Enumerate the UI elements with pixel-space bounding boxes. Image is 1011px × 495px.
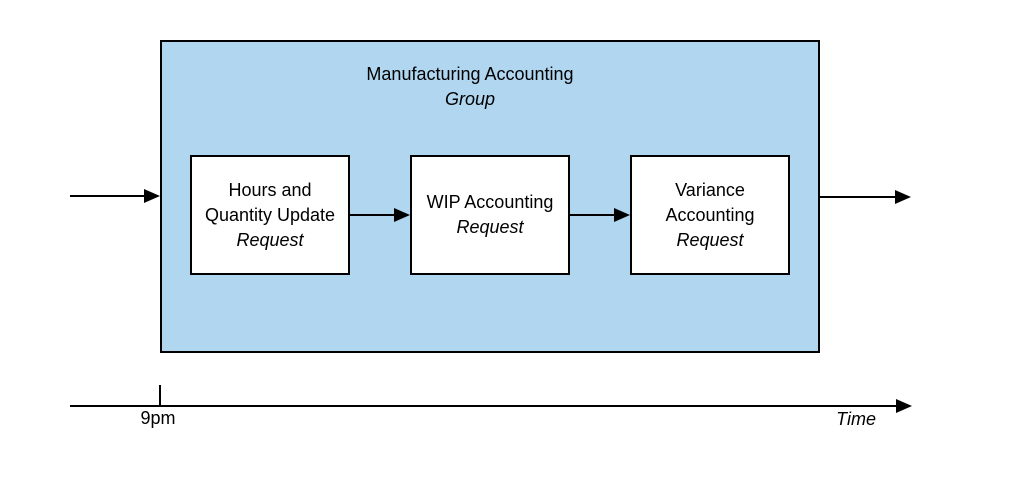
arrow-shaft (70, 195, 144, 197)
outgoing-flow-arrow (820, 190, 911, 204)
arrow-shaft (570, 214, 614, 216)
node-request-label: Request (236, 229, 304, 250)
process-node-hours-quantity-update: Hours and Quantity Update Request (190, 155, 350, 275)
node-request-label: Request (676, 229, 744, 250)
group-title: Manufacturing Accounting Group (162, 42, 818, 112)
node-label-line: Quantity Update (204, 204, 336, 225)
node-label-line: Variance (675, 179, 745, 200)
flow-arrow-node1-to-node2 (570, 208, 630, 222)
node-label-line: Accounting (665, 204, 755, 225)
timeline-tick-label: 9pm (140, 408, 176, 428)
flow-arrow-node0-to-node1 (350, 208, 410, 222)
group-title-line: Manufacturing Accounting (366, 64, 574, 84)
node-label-line: WIP Accounting (426, 192, 554, 212)
arrowhead-right-icon (394, 208, 410, 222)
arrowhead-right-icon (144, 189, 160, 203)
arrow-shaft (820, 196, 895, 198)
timeline-axis (70, 399, 912, 413)
arrowhead-right-icon (896, 399, 912, 413)
timeline-axis-line (70, 405, 896, 407)
node-request-label: Request (456, 217, 524, 237)
timeline-axis-label: Time (836, 409, 876, 429)
arrowhead-right-icon (895, 190, 911, 204)
arrowhead-right-icon (614, 208, 630, 222)
process-node-variance-accounting: Variance Accounting Request (630, 155, 790, 275)
group-subtitle-line: Group (444, 89, 496, 109)
timeline-tick-9pm (159, 385, 161, 407)
process-node-wip-accounting: WIP Accounting Request (410, 155, 570, 275)
incoming-flow-arrow (70, 189, 160, 203)
arrow-shaft (350, 214, 394, 216)
node-label-line: Hours and (228, 179, 312, 200)
